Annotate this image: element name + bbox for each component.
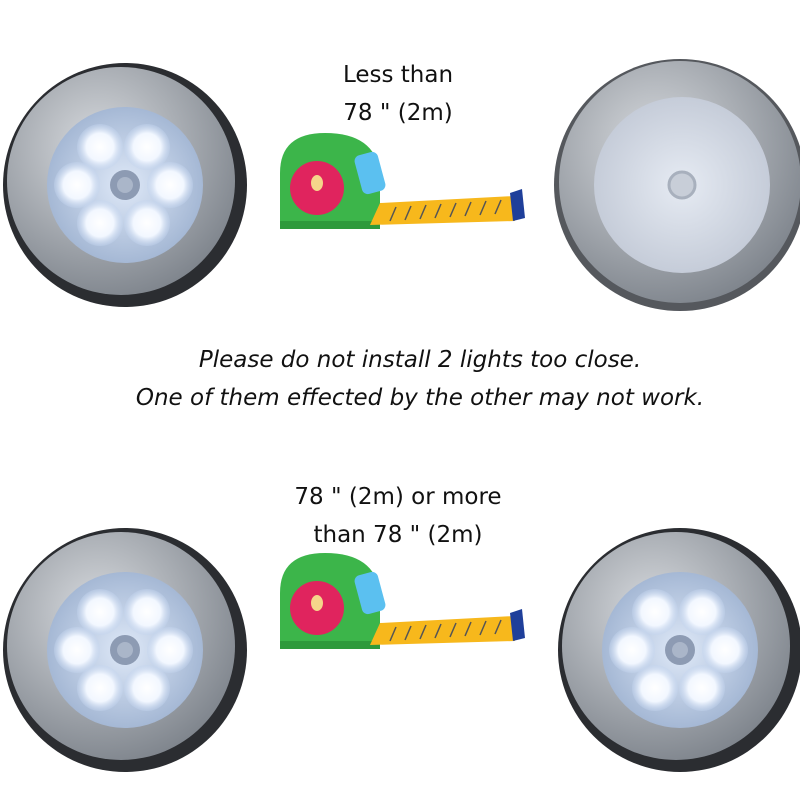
installation-warning: Please do not install 2 lights too close… — [0, 341, 800, 417]
bottom-caption-line1: 78 " (2m) or more — [294, 484, 502, 510]
motion-light-lit-bottom-left — [3, 528, 247, 772]
top-caption-line1: Less than — [342, 62, 454, 88]
tape-measure-icon — [280, 133, 526, 230]
bottom-caption-line2: than 78 " (2m) — [313, 522, 483, 548]
tape-measure-icon — [280, 553, 526, 650]
motion-light-unlit-top-right — [552, 57, 800, 313]
top-distance-caption: Less than 78 " (2m) — [248, 56, 548, 132]
motion-light-lit-bottom-right — [558, 528, 800, 772]
top-caption-line2: 78 " (2m) — [343, 100, 453, 126]
warning-line2: One of them effected by the other may no… — [135, 385, 705, 411]
motion-light-lit-top-left — [3, 63, 247, 307]
bottom-distance-caption: 78 " (2m) or more than 78 " (2m) — [248, 478, 548, 554]
warning-line1: Please do not install 2 lights too close… — [198, 347, 642, 373]
